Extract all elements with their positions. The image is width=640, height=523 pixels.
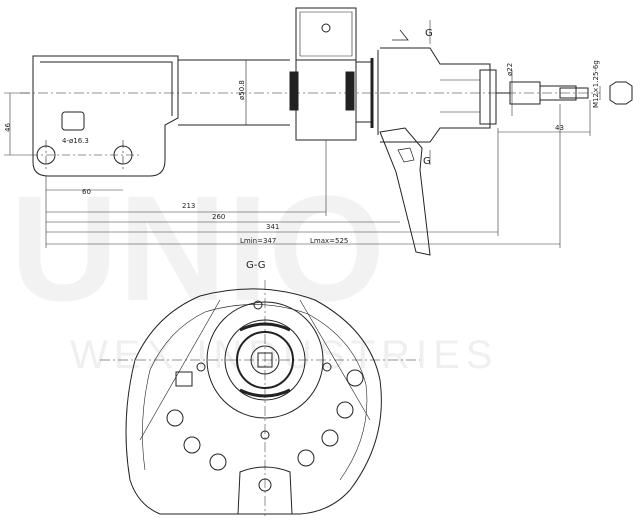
dim-holes: 4-ø16.3 xyxy=(62,137,89,145)
seat-hole-6 xyxy=(336,401,354,419)
bracket-slot xyxy=(61,111,85,131)
dimension-lines xyxy=(4,20,601,248)
watermark-brand: UNIO xyxy=(10,164,385,332)
knuckle-bracket xyxy=(32,55,179,177)
section-mark-bottom: G xyxy=(423,156,431,167)
dimension-texts: 46 4-ø16.3 ø50.8 ø22 M12×1.25-6g 43 60 2… xyxy=(4,28,600,245)
dim-rod-dia: ø50.8 xyxy=(238,80,246,100)
seat-hole-2 xyxy=(183,436,201,454)
top-mount xyxy=(380,47,491,143)
section-view-title: G-G xyxy=(246,260,265,271)
stabiliser-bracket xyxy=(379,127,431,256)
dim-lmin: Lmin=347 xyxy=(240,237,276,245)
nut xyxy=(609,81,633,105)
locating-tab xyxy=(175,371,193,387)
dim-thread: M12×1.25-6g xyxy=(592,60,600,108)
dim-height-46: 46 xyxy=(4,123,12,132)
spring-seat-bracket xyxy=(295,7,357,61)
section-mark-top: G xyxy=(425,28,433,39)
bracket-inner-outline xyxy=(40,61,173,116)
watermark-subtitle: WEX INDUSTRIES xyxy=(70,333,498,377)
seat-hole-7 xyxy=(346,369,364,387)
dim-213: 213 xyxy=(182,202,195,210)
spring-seat-outline xyxy=(125,288,382,515)
dim-mount-dia: ø22 xyxy=(506,63,514,76)
dim-43: 43 xyxy=(555,124,564,132)
dim-341: 341 xyxy=(266,223,279,231)
section-view xyxy=(100,280,420,516)
dim-60: 60 xyxy=(82,188,91,196)
strut-side-view xyxy=(20,7,633,256)
seat-hole-1 xyxy=(166,409,184,427)
seat-hole-5 xyxy=(321,429,339,447)
dim-lmax: Lmax=525 xyxy=(310,237,348,245)
watermark: UNIO WEX INDUSTRIES xyxy=(10,164,498,377)
dim-260: 260 xyxy=(212,213,225,221)
seat-hole-4 xyxy=(297,449,315,467)
seat-hole-3 xyxy=(209,453,227,471)
